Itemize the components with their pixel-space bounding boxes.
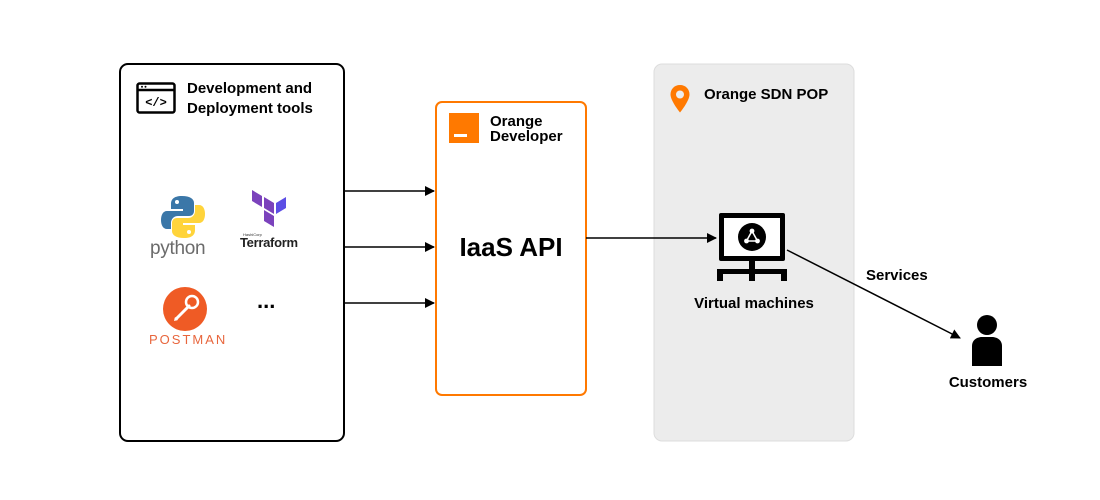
orange-developer-title-line1: Orange	[490, 113, 543, 130]
orange-logo-icon	[449, 113, 479, 143]
virtual-machines-label: Virtual machines	[694, 295, 814, 312]
python-logo-icon	[161, 196, 205, 238]
python-label: python	[150, 238, 206, 259]
orange-developer-title: Orange Developer	[490, 114, 563, 144]
terraform-label: Terraform	[240, 235, 298, 250]
svg-text:</>: </>	[145, 96, 167, 110]
location-pin-icon	[670, 85, 690, 113]
tools-title: Development and Deployment tools	[187, 80, 313, 117]
terraform-logo-icon	[252, 190, 286, 227]
more-tools-ellipsis: ...	[257, 288, 276, 313]
orange-logo-bar	[454, 134, 467, 137]
services-label: Services	[866, 267, 928, 284]
tools-box	[119, 63, 345, 442]
customers-label: Customers	[948, 374, 1028, 391]
customer-person-icon	[972, 315, 1002, 366]
postman-label: POSTMAN	[149, 332, 228, 347]
postman-logo-icon	[163, 287, 207, 331]
orange-developer-box	[435, 101, 587, 396]
virtual-machine-icon	[717, 213, 787, 281]
orange-developer-title-line2: Developer	[490, 128, 563, 145]
sdn-pop-title: Orange SDN POP	[704, 86, 829, 103]
iaas-api-label: IaaS API	[459, 232, 563, 262]
code-window-icon: </>	[136, 82, 176, 114]
arrow-vm-to-customers	[786, 249, 961, 339]
terraform-vendor-label: HashiCorp	[243, 232, 262, 237]
